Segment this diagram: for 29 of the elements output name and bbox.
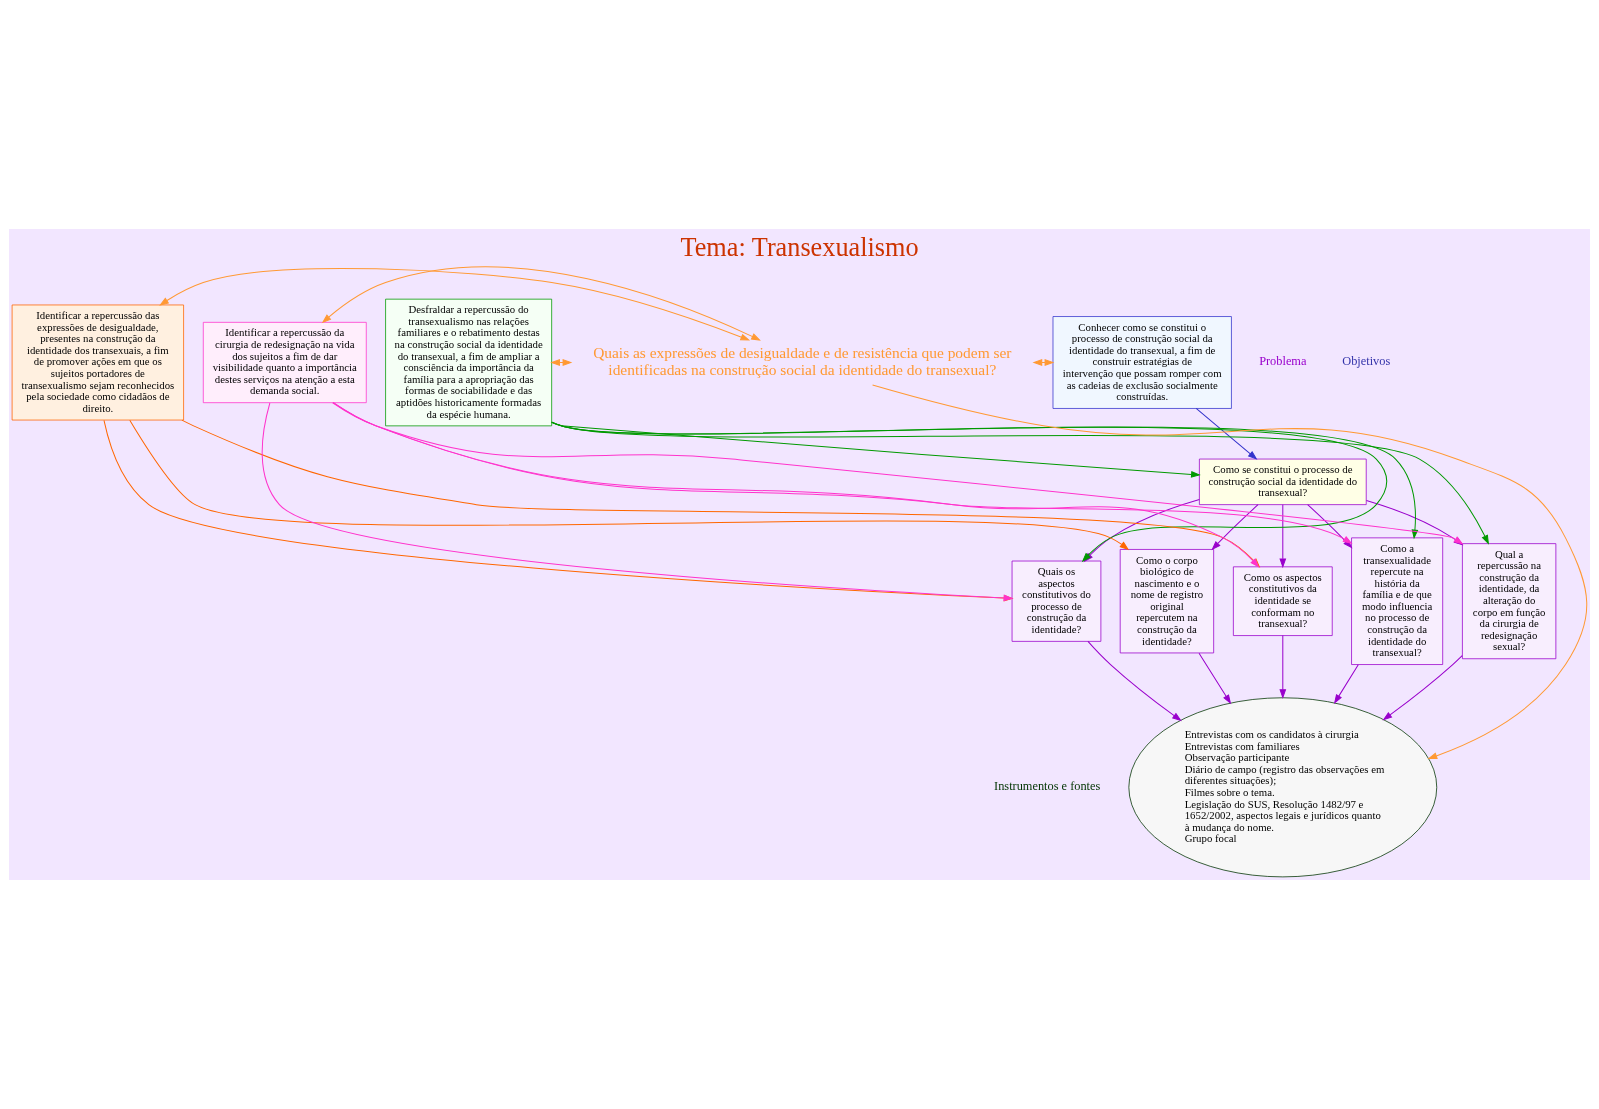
arrow [872, 384, 1588, 759]
node-box: Identificar a repercussão da cirurgia de redesignação na vida dos sujeitos a fim de dar visibilidade quanto a importância destes serviços na atenção a esta demanda social. [202, 321, 367, 404]
arrow [1211, 504, 1259, 550]
node-box: Identificar a repercussão das expressões de desigualdade, presentes na construção da identidade dos transexuais, a fim de promover ações em que os sujeitos portadores de transexualismo sejam reconhecidos pela sociedade como cidadãos de direito. [11, 304, 184, 421]
diagram-title: Tema: Transexualismo [680, 233, 919, 263]
node-box: Como os aspectos constitutivos da identidade se conformam no transexual? [1232, 566, 1333, 636]
arrow [129, 419, 1129, 550]
arrow [159, 267, 750, 341]
node-box: Qual a repercussão na construção da identidade, da alteração do corpo em função da cirurgia de redesignação sexual? [1462, 543, 1557, 660]
arrow [1279, 635, 1286, 699]
label: Objetivos [1342, 354, 1391, 369]
arrow [103, 419, 1013, 602]
arrow [1087, 640, 1182, 721]
arrow [1198, 652, 1231, 704]
node-text: Quais as expressões de desigualdade e de resistência que podem ser identificadas na construção social da identidade do transexual? [593, 343, 1012, 378]
node-box: Quais os aspectos constitutivos do processo de construção da identidade? [1011, 560, 1102, 642]
node-box: Conhecer como se constitui o processo de construção social da identidade do transexual, a fim de construir estratégias de intervenção que possam romper com as cadeias de exclusão socialmente construídas. [1052, 316, 1232, 409]
arrow [261, 402, 1013, 602]
node-box: Como o corpo biológico de nascimento e o nome de registro original repercutem na construção da identidade? [1119, 549, 1215, 654]
node-box: Como se constitui o processo de construção social da identidade do transexual? [1199, 458, 1367, 506]
arrow [322, 266, 761, 341]
arrow [1195, 408, 1257, 460]
arrow [1279, 504, 1286, 568]
label: Problema [1259, 354, 1307, 369]
node-box: Como a transexualidade repercute na história da família e de que modo influencia no processo de construção da identidade do transexual? [1351, 537, 1444, 665]
arrow [1334, 664, 1359, 704]
arrow [1383, 655, 1463, 720]
label: Instrumentos e fontes [994, 779, 1101, 794]
node-box: Desfraldar a repercussão do transexualismo nas relações familiares e o rebatimento destas na construção social da identidade do transexual, a fim de ampliar a consciência da importância da família para a apropriação das formas de sociabilidade e das aptidões historicamente formadas da espécie humana. [385, 298, 553, 427]
